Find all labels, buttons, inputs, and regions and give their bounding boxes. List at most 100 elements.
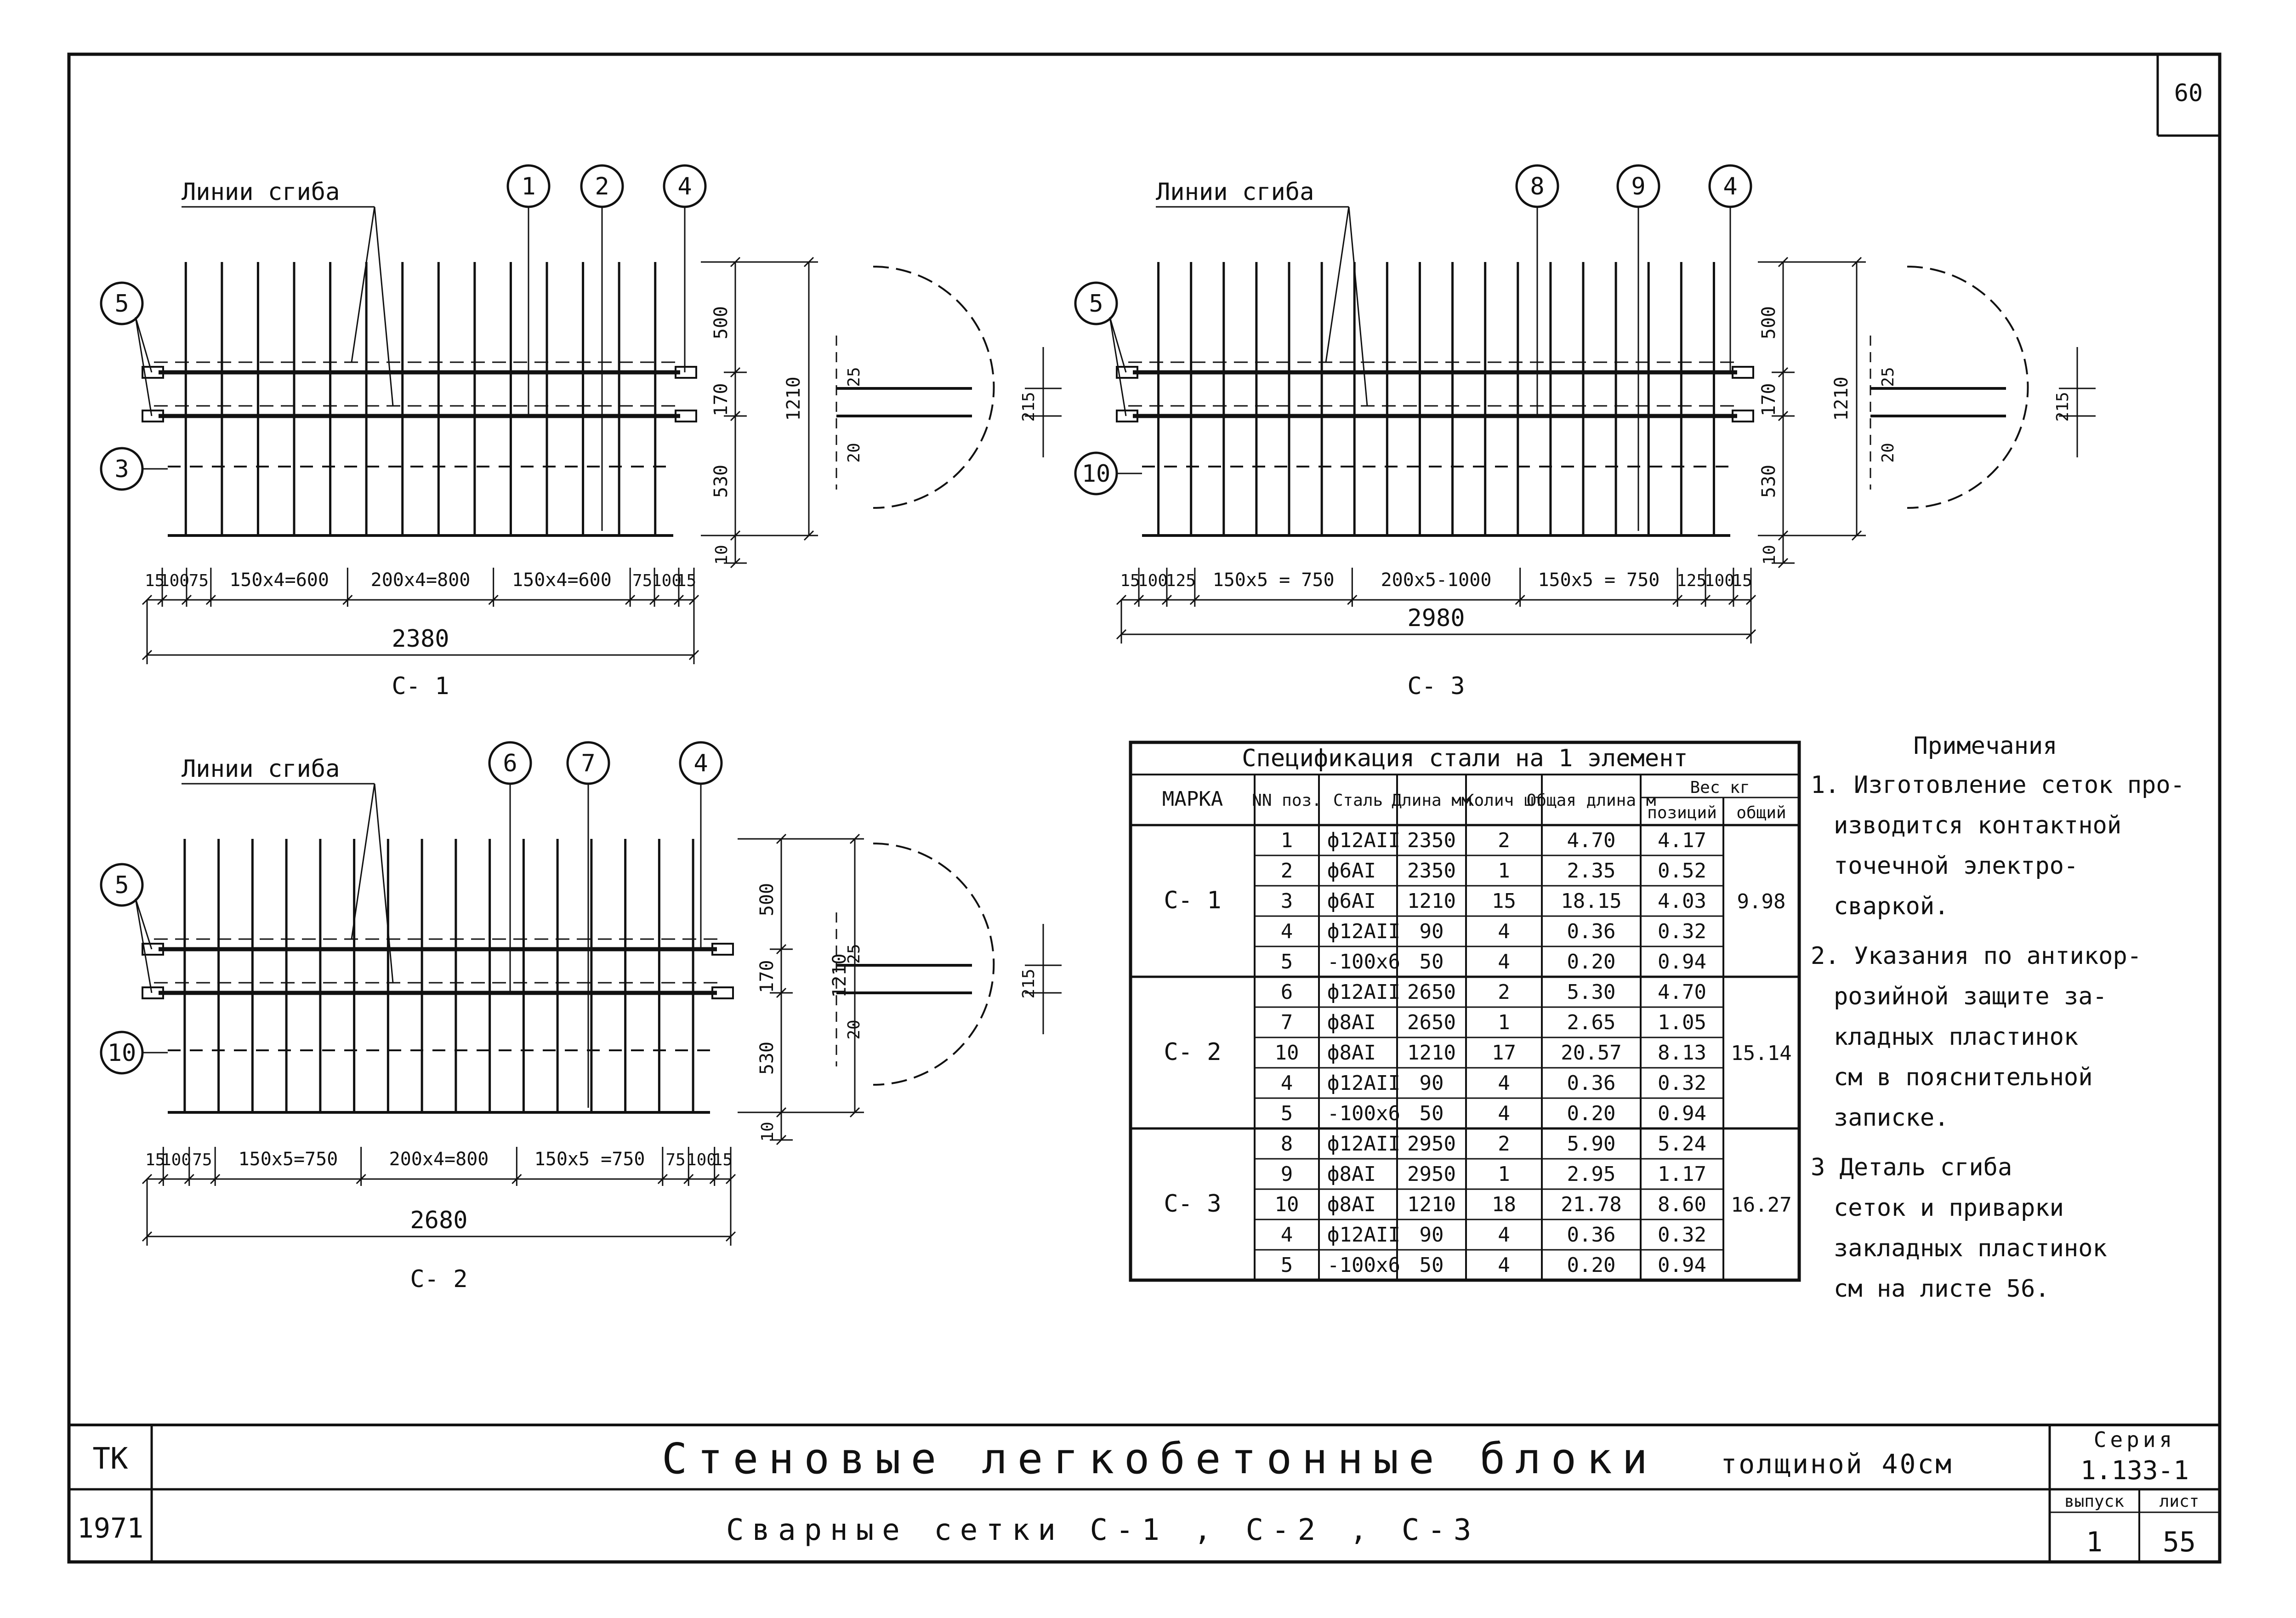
col-header-weight-total: общий: [1736, 803, 1786, 822]
dim-tick: [356, 1174, 366, 1185]
note-line: см на листе 56.: [1834, 1275, 2050, 1303]
table-cell: 5: [1281, 1253, 1293, 1277]
dim-value: 100: [159, 571, 189, 590]
side-callout: 5: [1089, 290, 1103, 318]
org-code: ТК: [92, 1442, 128, 1476]
table-cell: 1210: [1407, 1041, 1456, 1065]
dim-tick: [1851, 256, 1862, 268]
col-header-total-length: Общая длина м: [1527, 791, 1656, 810]
table-cell: 2.65: [1567, 1011, 1616, 1034]
table-cell: 2.95: [1567, 1162, 1616, 1186]
issue-label: выпуск: [2064, 1492, 2124, 1511]
note-line: 2. Указания по антикор-: [1811, 942, 2142, 970]
note-line: точечной электро-: [1834, 852, 2078, 880]
table-cell: ф12АII: [1327, 829, 1400, 852]
year: 1971: [77, 1512, 144, 1544]
dim-value: 150х4=600: [512, 570, 612, 591]
table-cell: ф8АI: [1327, 1011, 1376, 1034]
group-mark: С- 1: [1164, 887, 1221, 914]
table-cell: 1210: [1407, 1193, 1456, 1216]
height-dim: 530: [710, 465, 732, 498]
table-cell: 4: [1281, 1071, 1293, 1095]
table-cell: -100х6: [1327, 1253, 1400, 1277]
table-cell: 1210: [1407, 889, 1456, 913]
table-cell: 4.03: [1658, 889, 1706, 913]
mesh-mark: С- 1: [392, 672, 449, 700]
bend-detail-top: 25: [1879, 367, 1898, 387]
dim-value: 15: [713, 1151, 733, 1169]
table-cell: 2.35: [1567, 859, 1616, 883]
table-cell: 4.70: [1658, 980, 1706, 1004]
height-dim: 500: [1758, 306, 1779, 339]
table-cell: 4: [1498, 1071, 1510, 1095]
sheet-frame: [67, 52, 2222, 1564]
dim-tick: [1672, 594, 1683, 605]
table-cell: 50: [1420, 1253, 1444, 1277]
table-cell: 0.20: [1567, 950, 1616, 974]
height-dim: 10: [758, 1122, 777, 1141]
table-cell: 1: [1498, 1162, 1510, 1186]
dim-tick: [210, 1174, 221, 1185]
title-block: ТК 1971 Стеновые легкобетонные блоки тол…: [69, 1424, 2220, 1562]
table-cell: 1: [1498, 1011, 1510, 1034]
table-cell: 20.57: [1561, 1041, 1621, 1065]
height-dim: 170: [710, 383, 732, 416]
table-cell: 5.30: [1567, 980, 1616, 1004]
embedded-plate: [1732, 366, 1754, 379]
embedded-plate: [142, 366, 164, 379]
dim-tick: [1189, 594, 1200, 605]
dim-value: 100: [161, 1151, 191, 1169]
position-callout: 1: [521, 173, 535, 200]
table-cell: 2950: [1407, 1132, 1456, 1156]
dim-tick: [342, 594, 353, 605]
position-callout: 4: [677, 173, 692, 200]
table-cell: 2: [1498, 1132, 1510, 1156]
bend-detail-arc: [873, 266, 995, 509]
callout-leader: [135, 317, 153, 416]
dim-value: 75: [665, 1151, 685, 1169]
dim-tick: [1515, 594, 1525, 605]
table-cell: ф12АII: [1327, 980, 1400, 1004]
drawing-title-suffix: толщиной 40см: [1721, 1448, 1953, 1480]
side-callout: 5: [114, 872, 129, 899]
table-cell: 0.32: [1658, 920, 1706, 943]
embedded-plate: [1732, 410, 1754, 422]
table-title: Спецификация стали на 1 элемент: [1242, 745, 1688, 772]
dim-value: 100: [687, 1151, 716, 1169]
table-cell: ф12АII: [1327, 1223, 1400, 1247]
bend-detail-top: 25: [845, 367, 864, 387]
dim-tick: [158, 1174, 169, 1185]
dim-tick: [157, 594, 168, 605]
table-cell: 4: [1498, 1102, 1510, 1125]
table-cell: ф8АI: [1327, 1041, 1376, 1065]
table-cell: 0.94: [1658, 1253, 1706, 1277]
table-cell: 4: [1498, 950, 1510, 974]
height-dim: 10: [712, 545, 731, 564]
dim-tick: [709, 1174, 720, 1185]
table-cell: 5.24: [1658, 1132, 1706, 1156]
series-number: 1.133-1: [2080, 1456, 2189, 1486]
col-header-steel: Сталь: [1333, 791, 1383, 810]
table-cell: 0.32: [1658, 1223, 1706, 1247]
dim-tick: [849, 1107, 860, 1118]
callout-leader: [1109, 317, 1127, 373]
table-cell: -100х6: [1327, 950, 1400, 974]
height-dim: 170: [1758, 383, 1779, 416]
table-cell: 5: [1281, 950, 1293, 974]
col-header-length: Длина мм: [1392, 791, 1471, 810]
table-cell: -100х6: [1327, 1102, 1400, 1125]
bend-detail-side: 215: [2053, 392, 2072, 422]
sheet-number: 55: [2163, 1526, 2196, 1558]
table-cell: 18: [1492, 1193, 1516, 1216]
dim-value: 100: [1705, 571, 1734, 590]
note-line: сеток и приварки: [1834, 1194, 2064, 1222]
callout-leader: [135, 317, 153, 373]
position-callout: 8: [1530, 173, 1544, 200]
col-header-pos: NN поз.: [1252, 791, 1322, 810]
table-cell: 18.15: [1561, 889, 1621, 913]
overall-length: 2980: [1407, 604, 1465, 632]
note-line: см в пояснительной: [1834, 1064, 2093, 1091]
table-cell: 2650: [1407, 1011, 1456, 1034]
